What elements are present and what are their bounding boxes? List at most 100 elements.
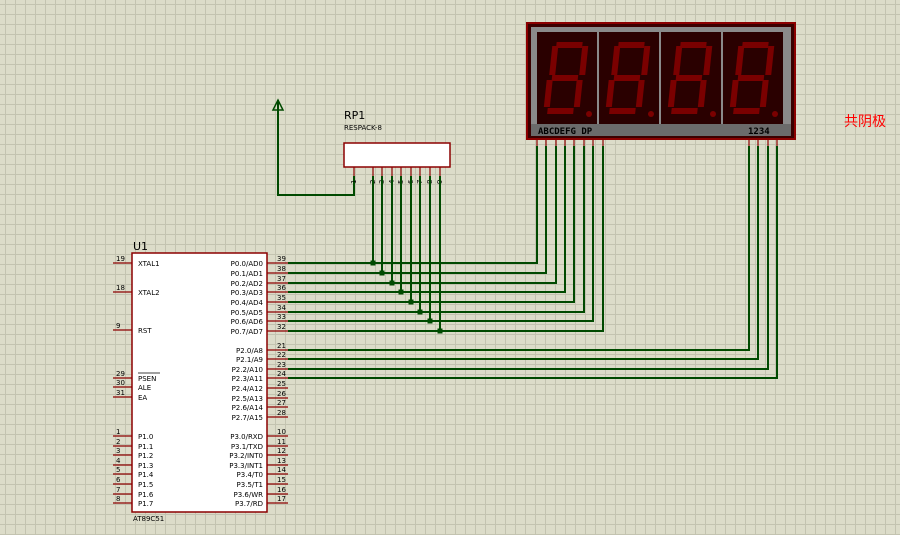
- u1-ref: U1: [133, 240, 148, 253]
- u1-pin-number: 11: [277, 438, 286, 446]
- u1-pin-label: P3.2/INT0: [229, 452, 263, 460]
- seven-segment-display[interactable]: ABCDEFG DP 1234: [526, 22, 796, 140]
- u1-pin-number: 25: [277, 380, 286, 388]
- u1-component[interactable]: U1 AT89C51 19XTAL118XTAL29RST29PSEN30ALE…: [113, 240, 288, 523]
- u1-pin-number: 30: [116, 379, 125, 387]
- u1-pin-label: P3.6/WR: [234, 491, 264, 499]
- u1-pin-number: 36: [277, 284, 286, 292]
- rp1-part: RESPACK-8: [344, 124, 382, 132]
- u1-pin-number: 12: [277, 447, 286, 455]
- display-label-strip: [531, 124, 791, 136]
- u1-pin-number: 35: [277, 294, 286, 302]
- u1-pin-label: P0.4/AD4: [231, 299, 264, 307]
- segment-f: [735, 46, 745, 75]
- u1-pin-label: P2.2/A10: [232, 366, 263, 374]
- junction-dot: [408, 299, 414, 305]
- u1-pin-label: P0.5/AD5: [231, 309, 263, 317]
- u1-pin-number: 1: [116, 428, 120, 436]
- u1-pin-label: P0.3/AD3: [231, 289, 263, 297]
- junction-dot: [389, 280, 395, 286]
- segment-c: [759, 80, 769, 107]
- u1-pin-number: 33: [277, 313, 286, 321]
- u1-pin-label: XTAL1: [138, 260, 160, 268]
- u1-pin-label: RST: [138, 327, 152, 335]
- u1-pin-number: 23: [277, 361, 286, 369]
- u1-pin-number: 26: [277, 390, 286, 398]
- junction-dot: [417, 309, 423, 315]
- segment-b: [765, 46, 775, 75]
- u1-pin-label: P3.7/RD: [235, 500, 263, 508]
- segment-b: [641, 46, 651, 75]
- segment-d: [671, 108, 698, 114]
- u1-pin-label: P3.3/INT1: [229, 462, 263, 470]
- segment-e: [605, 80, 615, 107]
- u1-pin-number: 16: [277, 486, 286, 494]
- u1-pin-number: 28: [277, 409, 286, 417]
- u1-left-pins: 19XTAL118XTAL29RST29PSEN30ALE31EA1P1.02P…: [113, 255, 160, 508]
- segment-c: [573, 80, 583, 107]
- u1-pin-number: 38: [277, 265, 286, 273]
- u1-pin-label: EA: [138, 394, 147, 402]
- segment-a: [556, 42, 583, 48]
- u1-pin-number: 17: [277, 495, 286, 503]
- u1-pin-number: 24: [277, 370, 286, 378]
- segment-d: [609, 108, 636, 114]
- u1-pin-label: P1.1: [138, 443, 153, 451]
- u1-pin-label: XTAL2: [138, 289, 160, 297]
- u1-pin-label: P1.2: [138, 452, 153, 460]
- u1-pin-number: 27: [277, 399, 286, 407]
- u1-pin-label: P1.5: [138, 481, 153, 489]
- junction-dot: [370, 260, 376, 266]
- wire-p0-2: [288, 146, 557, 284]
- wire-p0-5: [288, 146, 585, 313]
- wire-p2-3: [288, 146, 778, 379]
- u1-pin-label: P1.4: [138, 471, 154, 479]
- u1-pin-label: P3.4/T0: [237, 471, 263, 479]
- u1-pin-label: PSEN: [138, 375, 156, 383]
- junction-dot: [437, 328, 443, 334]
- u1-pin-number: 6: [116, 476, 121, 484]
- digit-1: [537, 32, 597, 124]
- u1-pin-label: P2.3/A11: [232, 375, 263, 383]
- wires: [288, 139, 778, 379]
- u1-pin-number: 39: [277, 255, 286, 263]
- power-terminal[interactable]: [271, 98, 355, 196]
- u1-pin-label: P3.5/T1: [237, 481, 263, 489]
- u1-pin-label: P0.6/AD6: [231, 318, 264, 326]
- u1-pin-number: 21: [277, 342, 286, 350]
- rp1-body: [343, 142, 451, 168]
- u1-pin-label: P2.0/A8: [236, 347, 263, 355]
- u1-pin-label: P0.2/AD2: [231, 280, 263, 288]
- segment-dp: [648, 111, 654, 117]
- segment-f: [611, 46, 621, 75]
- wire-p0-1: [288, 146, 547, 274]
- junction-dot: [398, 289, 404, 295]
- wire-p0-7: [288, 146, 604, 332]
- u1-part: AT89C51: [133, 515, 164, 523]
- wire-p2-2: [288, 146, 769, 370]
- segment-d: [547, 108, 574, 114]
- segment-g: [675, 75, 703, 81]
- segment-a: [680, 42, 707, 48]
- u1-body: [131, 252, 268, 513]
- segment-d: [733, 108, 760, 114]
- segment-g: [551, 75, 579, 81]
- u1-pin-number: 8: [116, 495, 120, 503]
- segment-g: [613, 75, 641, 81]
- segment-e: [729, 80, 739, 107]
- u1-pin-number: 14: [277, 466, 286, 474]
- wire-p2-0: [288, 146, 750, 351]
- u1-pin-number: 15: [277, 476, 286, 484]
- segment-c: [635, 80, 645, 107]
- u1-pin-label: P1.0: [138, 433, 153, 441]
- u1-pin-number: 18: [116, 284, 125, 292]
- u1-pin-number: 13: [277, 457, 286, 465]
- display-digits: [537, 32, 783, 124]
- digit-2: [599, 32, 659, 124]
- segment-dp: [710, 111, 716, 117]
- u1-pin-number: 10: [277, 428, 286, 436]
- wire-p2-1: [288, 146, 759, 360]
